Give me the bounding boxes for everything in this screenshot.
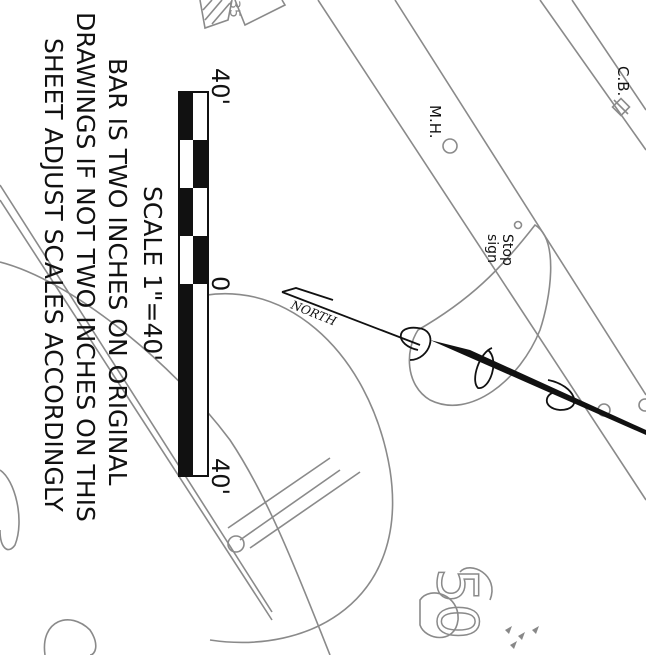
scale-seg-1-dark [179,92,193,140]
north-arrow-tail [281,287,334,301]
north-arrow-scroll-2 [474,347,495,389]
hatched-wall [199,0,233,30]
north-arrow-scroll-3 [545,379,576,411]
manhole-symbol [442,138,458,154]
north-arrow-label: NORTH [288,297,339,328]
manhole-label: M.H. [426,105,444,139]
stop-sign-label-line1: Stop [499,234,515,266]
north-arrow-scroll-1 [400,326,432,361]
scale-note-line3: SHEET ADJUST SCALES ACCORDINGLY [39,38,68,512]
scale-seg-4-dark [193,236,208,284]
partial-label-top: 35 [226,0,242,18]
hatch-2 [204,0,223,21]
stop-sign-symbol [513,220,523,230]
scale-seg-2-dark [193,140,208,188]
shrub-symbols [505,626,539,649]
lot-number-label: 50 [424,568,489,639]
road-edge-line-2 [394,0,646,396]
scale-seg-3-dark [179,188,193,236]
scale-seg-4-light [179,236,193,284]
lot-number-outline [419,592,459,639]
building-corner [234,0,287,27]
scale-seg-5-dark [179,284,193,476]
catch-basin-label: C.B. [614,66,632,96]
north-arrow-shaft [281,291,421,346]
road-edge-line-1 [317,0,646,501]
property-line-1 [0,184,273,613]
scale-bar-border [178,91,209,477]
road-edge-line-4 [571,0,646,111]
pond-outline-left [0,469,20,551]
catch-basin-cross [613,99,629,115]
scale-note-line2: DRAWINGS IF NOT TWO INCHES ON THIS [71,12,100,522]
scale-seg-5-light [193,284,208,476]
cul-de-sac-arc [184,292,394,644]
stop-sign-label-line2: sign [484,234,500,263]
lot-number-outline-2 [459,567,493,601]
hatch-1 [202,0,213,11]
scale-label-start: 40' [206,68,234,105]
scale-bar [178,91,209,477]
island-outline [408,223,552,406]
scale-seg-1-light [193,92,208,140]
north-arrow-needle [430,340,646,435]
pond-outline-bottom [43,619,97,655]
scale-label-zero: 0 [206,276,234,291]
driveway-line-2 [239,469,341,541]
scale-note-line1: BAR IS TWO INCHES ON ORIGINAL [103,58,132,486]
driveway-line-1 [227,457,331,529]
road-edge-line-3 [539,0,646,151]
scale-title: SCALE 1"=40' [138,186,167,361]
scale-label-end: 40' [206,458,234,495]
driveway-line-3 [249,471,361,549]
scale-seg-3-light [193,188,208,236]
scale-seg-2-light [179,140,193,188]
hatch-3 [211,2,231,25]
pole-symbol-2 [638,398,646,412]
property-line-2 [0,199,273,621]
hydrant-symbol [227,535,245,553]
